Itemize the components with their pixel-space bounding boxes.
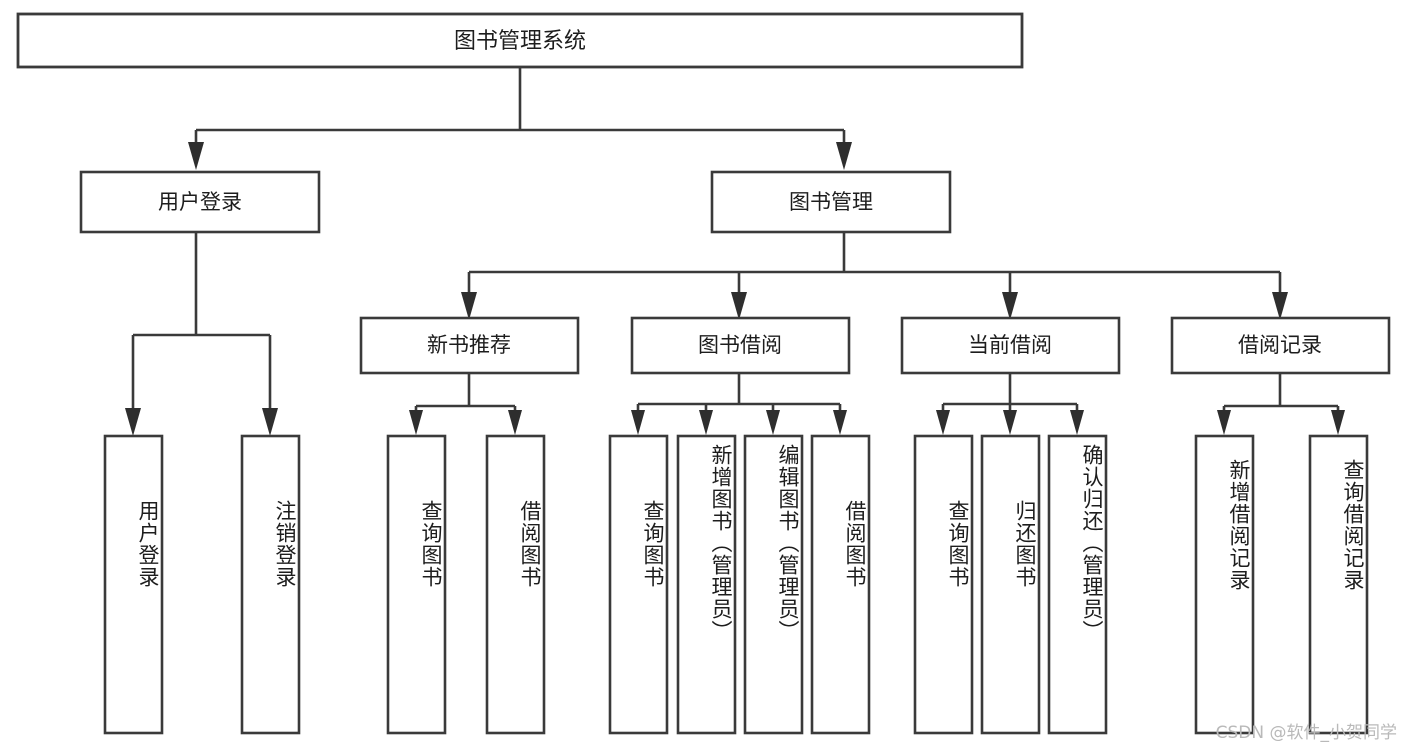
connector-group-new-book-recommend-to-leaves	[409, 373, 522, 435]
connector-group-book-borrow-to-leaves	[631, 373, 847, 435]
leaf-box-borrow-book-1[interactable]	[485, 434, 546, 735]
arrow-head-leaf-add-record	[1217, 410, 1231, 435]
node-book-borrow-label: 图书借阅	[698, 333, 782, 357]
node-book-manage-box[interactable]	[710, 170, 952, 234]
arrow-head-leaf-query-book-2	[631, 410, 645, 435]
arrow-head-new-book-recommend	[461, 292, 477, 320]
node-current-borrow[interactable]: 当前借阅	[900, 316, 1121, 375]
arrow-head-borrow-record	[1272, 292, 1288, 320]
arrow-head-leaf-query-book-3	[936, 410, 950, 435]
arrow-head-book-borrow	[731, 292, 747, 320]
arrow-head-leaf-user-login	[125, 408, 141, 436]
arrow-head-leaf-query-book-1	[409, 410, 423, 435]
arrow-head-leaf-confirm-return	[1070, 410, 1084, 435]
node-current-borrow-label: 当前借阅	[968, 333, 1052, 357]
connector-group-user-login-to-leaves	[125, 232, 278, 436]
arrow-head-leaf-return-book	[1003, 410, 1017, 435]
leaf-box-confirm-return[interactable]	[1047, 434, 1108, 735]
node-user-login-box[interactable]	[79, 170, 321, 234]
connector-group-current-borrow-to-leaves	[936, 373, 1084, 435]
arrow-head-leaf-borrow-book-2	[833, 410, 847, 435]
leaf-box-user-login[interactable]	[103, 434, 164, 735]
node-user-login-label: 用户登录	[158, 190, 242, 214]
node-book-manage-label: 图书管理	[789, 190, 873, 214]
connector-group-root-to-level2	[188, 67, 852, 170]
connector-group-borrow-record-to-leaves	[1217, 373, 1345, 435]
connector-group-book-manage-to-level3	[461, 232, 1288, 320]
node-book-borrow[interactable]: 图书借阅	[630, 316, 851, 375]
node-new-book-recommend[interactable]: 新书推荐	[359, 316, 580, 375]
leaf-box-add-book[interactable]	[676, 434, 737, 735]
leaf-box-add-record[interactable]	[1194, 434, 1255, 735]
arrow-head-current-borrow	[1002, 292, 1018, 320]
node-new-book-recommend-label: 新书推荐	[427, 333, 511, 357]
leaf-box-query-book-2[interactable]	[608, 434, 669, 735]
arrow-head-leaf-logout-login	[262, 408, 278, 436]
leaf-box-logout-login[interactable]	[240, 434, 301, 735]
leaf-box-borrow-book-2[interactable]	[810, 434, 871, 735]
leaf-box-edit-book[interactable]	[743, 434, 804, 735]
arrow-head-user-login	[188, 142, 204, 170]
node-root-box[interactable]	[16, 12, 1024, 69]
node-borrow-record-label: 借阅记录	[1238, 333, 1322, 357]
arrow-head-leaf-edit-book	[766, 410, 780, 435]
arrow-head-book-manage	[836, 142, 852, 170]
node-book-borrow-box[interactable]	[630, 316, 851, 375]
node-borrow-record-box[interactable]	[1170, 316, 1391, 375]
node-borrow-record[interactable]: 借阅记录	[1170, 316, 1391, 375]
node-current-borrow-box[interactable]	[900, 316, 1121, 375]
node-root[interactable]: 图书管理系统	[16, 12, 1024, 69]
leaf-box-query-record[interactable]	[1308, 434, 1369, 735]
node-user-login[interactable]: 用户登录	[79, 170, 321, 234]
arrow-head-leaf-add-book	[699, 410, 713, 435]
leaf-box-query-book-3[interactable]	[913, 434, 974, 735]
node-root-label: 图书管理系统	[454, 29, 586, 54]
node-book-manage[interactable]: 图书管理	[710, 170, 952, 234]
arrow-head-leaf-query-record	[1331, 410, 1345, 435]
leaf-box-query-book-1[interactable]	[386, 434, 447, 735]
leaf-box-return-book[interactable]	[980, 434, 1041, 735]
arrow-head-leaf-borrow-book-1	[508, 410, 522, 435]
node-new-book-recommend-box[interactable]	[359, 316, 580, 375]
